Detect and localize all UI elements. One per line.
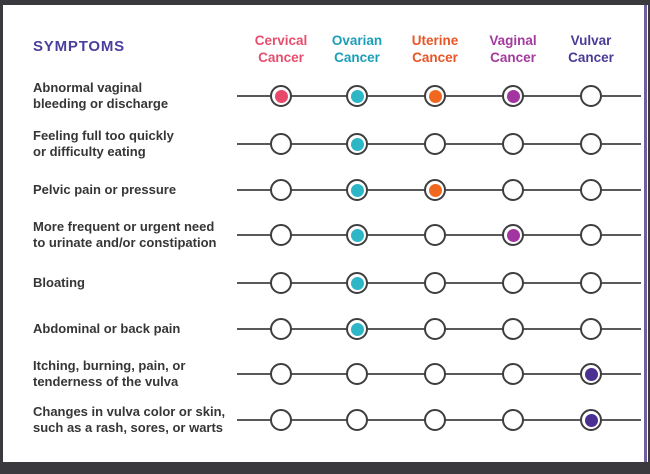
dot-empty-uterine-cancer-row7 <box>424 363 446 385</box>
dot-filled-ovarian-cancer-row5 <box>346 272 368 294</box>
dot-fill <box>584 413 598 427</box>
page-edge-line <box>644 5 647 462</box>
symptom-label-line: Pelvic pain or pressure <box>33 182 177 197</box>
symptom-label-line: More frequent or urgent need <box>33 219 215 234</box>
dot-fill <box>428 183 442 197</box>
dot-empty-cervical-cancer-row5 <box>270 272 292 294</box>
symptom-label-line: Changes in vulva color or skin, <box>33 404 226 419</box>
dot-empty-vulvar-cancer-row4 <box>580 224 602 246</box>
dot-empty-uterine-cancer-row2 <box>424 133 446 155</box>
dot-empty-vaginal-cancer-row7 <box>502 363 524 385</box>
dot-empty-uterine-cancer-row5 <box>424 272 446 294</box>
dot-empty-vulvar-cancer-row5 <box>580 272 602 294</box>
symptom-label-line: Abnormal vaginal <box>33 80 143 95</box>
dot-fill <box>584 367 598 381</box>
dot-filled-ovarian-cancer-row4 <box>346 224 368 246</box>
column-header-line: Uterine <box>411 33 459 48</box>
dot-filled-cervical-cancer-row1 <box>270 85 292 107</box>
dot-filled-vaginal-cancer-row4 <box>502 224 524 246</box>
dot-fill <box>350 137 364 151</box>
symptom-label-line: bleeding or discharge <box>33 96 169 111</box>
dot-empty-cervical-cancer-row2 <box>270 133 292 155</box>
dot-empty-vaginal-cancer-row8 <box>502 409 524 431</box>
dot-fill <box>350 228 364 242</box>
column-header-line: Ovarian <box>331 33 383 48</box>
symptom-label-pelvic-pain-or-pressure: Pelvic pain or pressure <box>33 173 176 207</box>
dot-empty-uterine-cancer-row8 <box>424 409 446 431</box>
dot-empty-vaginal-cancer-row3 <box>502 179 524 201</box>
dot-filled-vulvar-cancer-row8 <box>580 409 602 431</box>
dot-fill <box>350 322 364 336</box>
symptom-label-line: Bloating <box>33 275 85 290</box>
column-header-line: Cancer <box>258 50 304 65</box>
dot-filled-ovarian-cancer-row3 <box>346 179 368 201</box>
dot-empty-cervical-cancer-row6 <box>270 318 292 340</box>
column-header-line: Cancer <box>490 50 536 65</box>
dot-fill <box>506 89 520 103</box>
symptom-label-line: Abdominal or back pain <box>33 321 181 336</box>
column-header-line: Vaginal <box>489 33 537 48</box>
dot-empty-cervical-cancer-row7 <box>270 363 292 385</box>
dot-filled-vaginal-cancer-row1 <box>502 85 524 107</box>
symptom-label-abdominal-or-back-pain: Abdominal or back pain <box>33 312 180 346</box>
dot-filled-vulvar-cancer-row7 <box>580 363 602 385</box>
dot-fill <box>350 183 364 197</box>
dot-empty-cervical-cancer-row8 <box>270 409 292 431</box>
dot-fill <box>428 89 442 103</box>
dot-fill <box>274 89 288 103</box>
dot-empty-vulvar-cancer-row6 <box>580 318 602 340</box>
symptom-label-line: or difficulty eating <box>33 144 146 159</box>
symptom-label-line: tenderness of the vulva <box>33 374 179 389</box>
dot-empty-vulvar-cancer-row2 <box>580 133 602 155</box>
dot-fill <box>506 228 520 242</box>
dot-filled-ovarian-cancer-row6 <box>346 318 368 340</box>
column-header-line: Cancer <box>568 50 614 65</box>
symptom-label-changes-in-vulva-color-or-skin: Changes in vulva color or skin,such as a… <box>33 403 225 437</box>
symptom-label-line: such as a rash, sores, or warts <box>33 420 224 435</box>
dot-filled-ovarian-cancer-row1 <box>346 85 368 107</box>
dot-empty-uterine-cancer-row6 <box>424 318 446 340</box>
dot-filled-ovarian-cancer-row2 <box>346 133 368 155</box>
dot-empty-ovarian-cancer-row8 <box>346 409 368 431</box>
column-header-line: Vulvar <box>570 33 612 48</box>
dot-empty-vulvar-cancer-row1 <box>580 85 602 107</box>
dot-empty-ovarian-cancer-row7 <box>346 363 368 385</box>
column-header-line: Cancer <box>334 50 380 65</box>
dot-empty-vaginal-cancer-row2 <box>502 133 524 155</box>
dot-fill <box>350 89 364 103</box>
dot-empty-vulvar-cancer-row3 <box>580 179 602 201</box>
column-header-line: Cancer <box>412 50 458 65</box>
symptoms-title: SYMPTOMS <box>33 38 125 55</box>
symptom-label-bloating: Bloating <box>33 266 85 300</box>
dot-filled-uterine-cancer-row1 <box>424 85 446 107</box>
symptom-label-line: to urinate and/or constipation <box>33 235 217 250</box>
column-header-line: Cervical <box>254 33 308 48</box>
symptom-label-line: Feeling full too quickly <box>33 128 174 143</box>
dot-empty-cervical-cancer-row4 <box>270 224 292 246</box>
dot-fill <box>350 276 364 290</box>
dot-empty-cervical-cancer-row3 <box>270 179 292 201</box>
dot-empty-uterine-cancer-row4 <box>424 224 446 246</box>
dot-empty-vaginal-cancer-row5 <box>502 272 524 294</box>
dot-empty-vaginal-cancer-row6 <box>502 318 524 340</box>
dot-filled-uterine-cancer-row3 <box>424 179 446 201</box>
symptom-label-line: Itching, burning, pain, or <box>33 358 186 373</box>
